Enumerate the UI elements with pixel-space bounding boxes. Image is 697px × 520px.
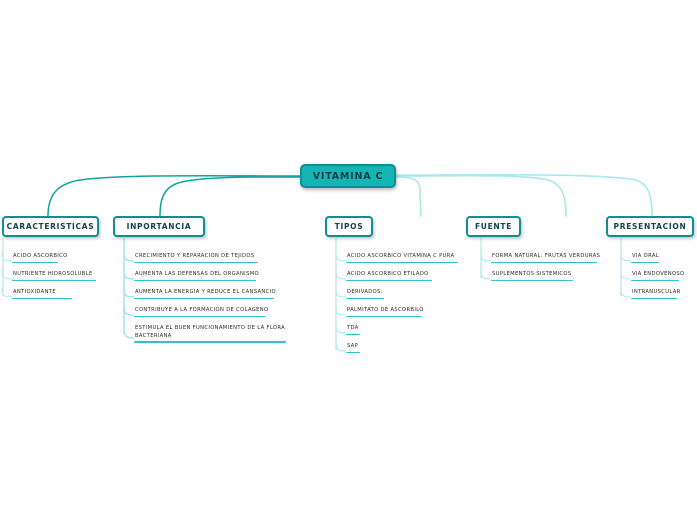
hook-tipos-5 [335, 323, 347, 334]
branch-node-presentacion[interactable]: PRESENTACION [606, 216, 694, 237]
leaf-label: ACIDO ASCORBICO [13, 253, 68, 259]
leaf-item[interactable]: ACIDO ASCORBICO [12, 253, 92, 264]
leaf-label: ANTIOXIDANTE [13, 289, 56, 295]
edge-root-inportancia [159, 176, 301, 217]
branch-label-inportancia: INPORTANCIA [126, 222, 192, 231]
leaf-label: SUPLEMENTOS SISTEMICOS [492, 271, 572, 277]
root-node-vitamina-c[interactable]: VITAMINA C [300, 164, 396, 188]
leaf-item[interactable]: FORMA NATURAL: FRUTAS VERDURAS [491, 253, 611, 264]
leaf-label: AUMENTA LA ENERGIA Y REDUCE EL CANSANCIO [135, 289, 276, 295]
hook-inportancia-3 [123, 287, 135, 298]
leaf-label: CRECIMIENTO Y REPARACION DE TEJIDOS [135, 253, 255, 259]
leaf-label: SAP [347, 343, 359, 349]
leaf-label: ESTIMULA EL BUEN FUNCIONAMIENTO DE LA FL… [135, 325, 286, 339]
leaf-label: TDA [347, 325, 359, 331]
edge-root-presentacion [395, 173, 653, 217]
root-node-label: VITAMINA C [312, 170, 384, 182]
branch-label-presentacion: PRESENTACION [613, 222, 687, 231]
hook-presentacion-2 [620, 269, 632, 280]
branch-node-fuente[interactable]: FUENTE [466, 216, 521, 237]
edge-root-fuente [395, 174, 567, 217]
hook-tipos-3 [335, 287, 347, 298]
leaf-underline [134, 341, 286, 343]
leaf-underline [346, 351, 360, 354]
branch-label-fuente: FUENTE [474, 222, 513, 231]
leaf-item[interactable]: CONTRIBUYE A LA FORMACION DE COLAGENO [134, 307, 294, 318]
leaf-underline [12, 297, 72, 300]
branch-node-inportancia[interactable]: INPORTANCIA [113, 216, 205, 237]
leaf-item[interactable]: AUMENTA LAS DEFENSAS DEL ORGANISMO [134, 271, 294, 282]
edge-root-caracteristicas [47, 174, 301, 217]
leaf-item[interactable]: VIA ORAL [631, 253, 697, 264]
leaf-underline [491, 261, 597, 264]
hook-presentacion-3 [620, 287, 632, 298]
hook-inportancia-2 [123, 269, 135, 280]
hook-caracteristicas-3 [1, 287, 13, 298]
leaf-underline [12, 261, 58, 264]
leaf-label: FORMA NATURAL: FRUTAS VERDURAS [492, 253, 601, 259]
branch-label-caracteristicas: CARACTERISTICAS [6, 222, 95, 231]
leaf-item[interactable]: SAP [346, 343, 476, 354]
hook-caracteristicas-1 [1, 251, 13, 262]
leaf-label: ACIDO ASCORBICO VITAMINA C PURA [347, 253, 455, 259]
leaf-item[interactable]: SUPLEMENTOS SISTEMICOS [491, 271, 611, 282]
leaf-label: VIA ORAL [632, 253, 659, 259]
leaf-underline [346, 333, 360, 336]
leaf-label: INTRANUSCULAR [632, 289, 681, 295]
hook-tipos-1 [335, 251, 347, 262]
leaf-underline [346, 297, 384, 300]
leaf-item[interactable]: ANTIOXIDANTE [12, 289, 92, 300]
leaf-underline [134, 279, 256, 282]
hook-tipos-2 [335, 269, 347, 280]
hook-inportancia-4 [123, 305, 135, 316]
leaf-underline [346, 261, 458, 264]
leaf-underline [134, 261, 258, 264]
edge-root-tipos [395, 176, 422, 217]
leaf-item[interactable]: ESTIMULA EL BUEN FUNCIONAMIENTO DE LA FL… [134, 325, 294, 343]
leaf-underline [134, 315, 266, 318]
hook-inportancia-5 [123, 325, 135, 339]
leaf-item[interactable]: DERIVADOS: [346, 289, 476, 300]
branch-node-caracteristicas[interactable]: CARACTERISTICAS [2, 216, 99, 237]
leaf-item[interactable]: ACIDO ASCORBICO VITAMINA C PURA [346, 253, 476, 264]
hook-caracteristicas-2 [1, 269, 13, 280]
leaf-underline [346, 279, 432, 282]
branch-node-tipos[interactable]: TIPOS [325, 216, 373, 237]
leaf-item[interactable]: TDA [346, 325, 476, 336]
leaf-item[interactable]: PALMITATO DE ASCORBILO [346, 307, 476, 318]
hook-tipos-6 [335, 341, 347, 352]
leaf-underline [12, 279, 96, 282]
hook-fuente-1 [480, 251, 492, 262]
leaf-item[interactable]: INTRANUSCULAR [631, 289, 697, 300]
leaf-item[interactable]: VIA ENDOVENOSO [631, 271, 697, 282]
leaf-underline [631, 279, 679, 282]
leaf-underline [134, 297, 274, 300]
hook-tipos-4 [335, 305, 347, 316]
leaf-label: AUMENTA LAS DEFENSAS DEL ORGANISMO [135, 271, 259, 277]
hook-inportancia-1 [123, 251, 135, 262]
leaf-item[interactable]: CRECIMIENTO Y REPARACION DE TEJIDOS [134, 253, 294, 264]
hook-fuente-2 [480, 269, 492, 280]
hook-presentacion-1 [620, 251, 632, 262]
leaf-label: PALMITATO DE ASCORBILO [347, 307, 424, 313]
leaf-underline [631, 297, 677, 300]
leaf-label: NUTRIENTE HIDROSOLUBLE [13, 271, 93, 277]
leaf-label: ACIDO ASCORBICO ETILADO [347, 271, 429, 277]
leaf-underline [631, 261, 659, 264]
branch-label-tipos: TIPOS [334, 222, 364, 231]
leaf-underline [346, 315, 422, 318]
leaf-item[interactable]: NUTRIENTE HIDROSOLUBLE [12, 271, 102, 282]
leaf-label: DERIVADOS: [347, 289, 383, 295]
leaf-label: CONTRIBUYE A LA FORMACION DE COLAGENO [135, 307, 269, 313]
leaf-label: VIA ENDOVENOSO [632, 271, 685, 277]
leaf-underline [491, 279, 573, 282]
leaf-item[interactable]: ACIDO ASCORBICO ETILADO [346, 271, 476, 282]
leaf-item[interactable]: AUMENTA LA ENERGIA Y REDUCE EL CANSANCIO [134, 289, 294, 300]
